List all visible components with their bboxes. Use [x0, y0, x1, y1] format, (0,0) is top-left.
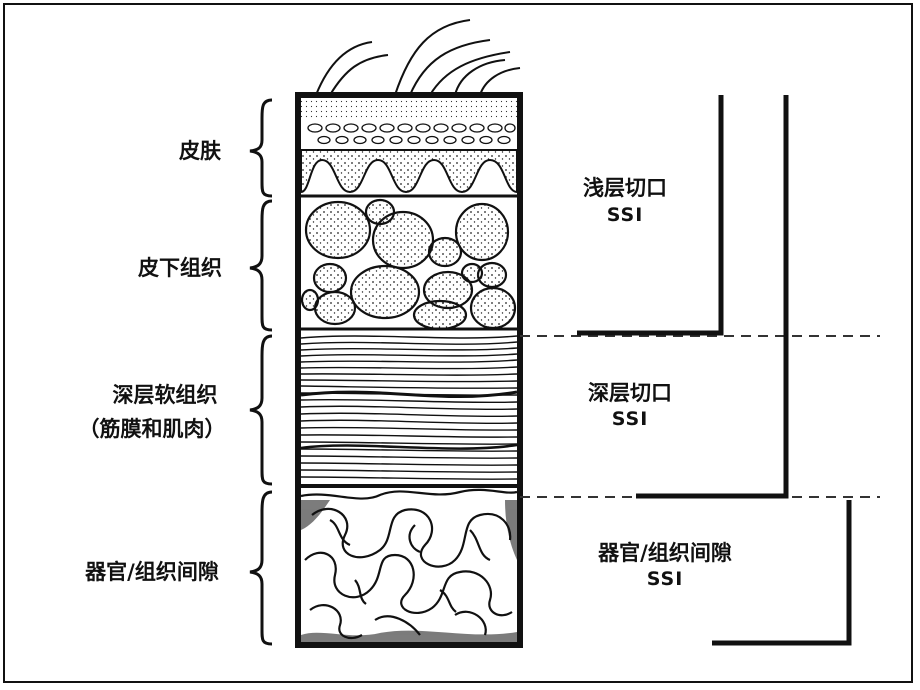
- layer-label-subcutaneous: 皮下组织: [138, 256, 222, 280]
- incision-label-superficial: 浅层切口: [583, 176, 667, 200]
- incision-abbr-deep: SSI: [611, 408, 649, 430]
- subcutaneous-layer: [300, 198, 517, 331]
- incision-abbr-superficial: SSI: [606, 204, 644, 226]
- figure-frame: [3, 3, 913, 683]
- layer-braces: [249, 98, 273, 646]
- muscle-layer: [300, 335, 518, 480]
- layer-label-deep-soft-tissue-note: （筋膜和肌肉）: [78, 417, 226, 441]
- layer-label-deep-soft-tissue: 深层软组织: [112, 383, 218, 407]
- incision-label-deep: 深层切口: [588, 381, 672, 405]
- layer-label-organ-space: 器官/组织间隙: [85, 560, 219, 584]
- hair-strands: [315, 19, 521, 96]
- dashed-boundaries: [520, 335, 880, 498]
- organ-layer: [300, 488, 518, 640]
- organ-space-incision-line: [712, 500, 852, 646]
- skin-layer: [300, 98, 518, 198]
- deep-incision-line: [636, 95, 789, 499]
- incision-brackets: [577, 95, 852, 646]
- incision-abbr-organ-space: SSI: [646, 568, 684, 590]
- layer-label-skin: 皮肤: [179, 139, 221, 163]
- organ-shading: [301, 500, 517, 642]
- superficial-incision-line: [577, 95, 724, 336]
- incision-label-organ-space: 器官/组织间隙: [598, 541, 732, 565]
